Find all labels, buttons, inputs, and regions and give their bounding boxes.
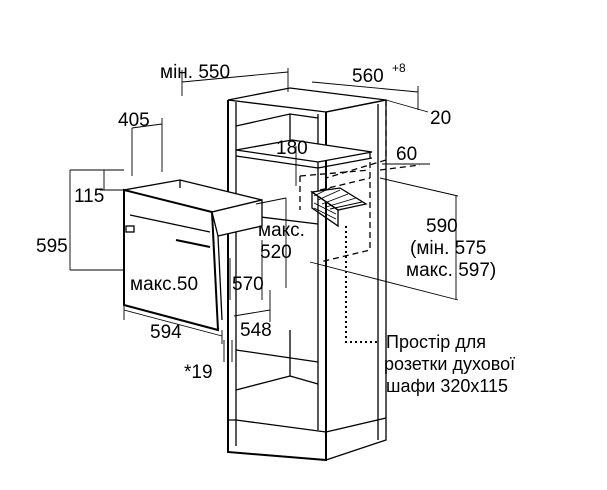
label-594: 594 <box>150 322 182 343</box>
oven-side-strip <box>211 199 263 237</box>
opening-bottom <box>235 349 319 363</box>
label-maks-597: макс. 597) <box>406 260 496 281</box>
hidden-edge-5 <box>319 177 371 191</box>
cabinet <box>227 87 421 462</box>
hidden-edge-6 <box>379 164 421 171</box>
label-min-550: мін. 550 <box>160 62 230 83</box>
cabinet-side <box>325 99 387 461</box>
oven-front <box>123 188 220 332</box>
label-405: 405 <box>118 110 150 131</box>
note-line-1: Простір для <box>386 332 486 352</box>
label-min-575: (мін. 575 <box>410 238 486 259</box>
oven-rear-edge <box>217 235 223 321</box>
label-548: 548 <box>240 320 272 341</box>
hidden-edge-3 <box>299 169 371 177</box>
cabinet-lower-back2 <box>289 375 319 385</box>
cabinet-plinth-top <box>228 419 327 433</box>
dimension-labels: мін. 550 560 +8 20 405 180 60 115 595 ма… <box>36 61 496 383</box>
oven-handle <box>175 239 211 248</box>
label-595: 595 <box>36 236 68 257</box>
note-line-2: розетки духової <box>384 354 515 374</box>
cabinet-plinth-side <box>325 417 387 433</box>
socket-area <box>310 187 378 343</box>
label-570: 570 <box>232 274 264 295</box>
socket-front <box>311 190 339 228</box>
label-maks-520-value: 520 <box>260 242 292 263</box>
socket-leader <box>345 226 378 343</box>
note-line-3: шафи 320x115 <box>386 376 508 396</box>
label-maks-50: макс.50 <box>130 274 198 295</box>
cabinet-top <box>227 87 387 113</box>
cabinet-front-edge <box>227 100 327 462</box>
label-180: 180 <box>276 138 308 159</box>
label-19: *19 <box>184 362 213 383</box>
label-560-tolerance: +8 <box>392 61 406 75</box>
cabinet-top-back <box>235 113 319 127</box>
label-maks-520-prefix: макс. <box>258 220 305 241</box>
socket-hatch <box>313 187 363 220</box>
label-60: 60 <box>396 144 417 165</box>
label-115: 115 <box>74 186 104 207</box>
oven-control-panel-line <box>129 214 211 233</box>
oven-knob-icon <box>125 225 135 233</box>
label-590: 590 <box>426 216 458 237</box>
label-20: 20 <box>430 108 451 129</box>
hidden-edge-2 <box>319 152 371 263</box>
label-560: 560 <box>352 66 384 87</box>
cabinet-shelf <box>235 139 373 163</box>
oven <box>123 179 263 332</box>
socket-note: Простір для розетки духової шафи 320x115 <box>384 332 515 396</box>
dimension-lines <box>69 68 459 362</box>
hidden-edge-1 <box>325 100 387 179</box>
cabinet-shelf-front <box>235 155 373 169</box>
